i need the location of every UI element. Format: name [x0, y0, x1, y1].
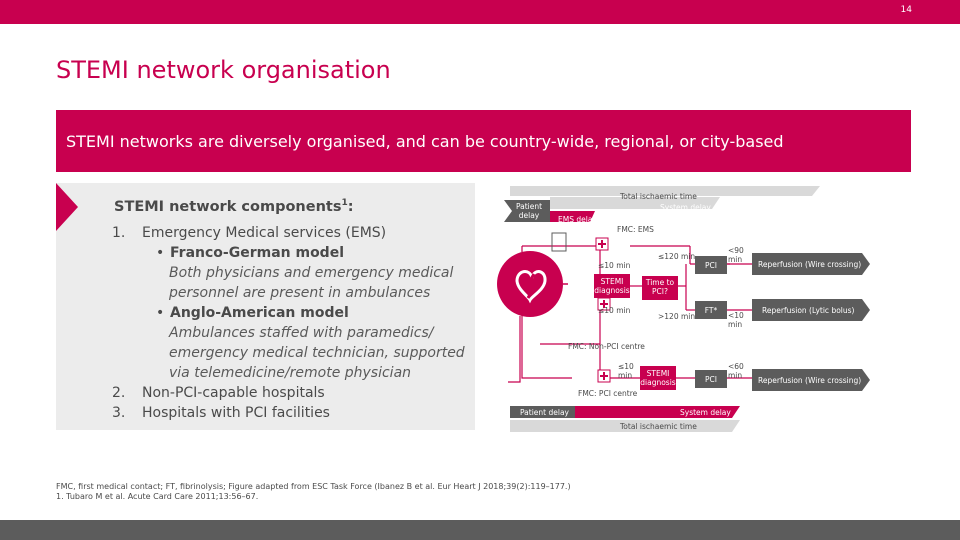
- subitem-description: Both physicians and emergency medical: [169, 265, 454, 281]
- subitem-description: via telemedicine/remote physician: [169, 365, 412, 381]
- ft-box: [695, 301, 727, 319]
- components-list: 1.Emergency Medical services (EMS) •Fran…: [112, 223, 465, 423]
- lt10-label: <10 min: [728, 311, 744, 329]
- stemi-diagnosis-box-2: [640, 366, 676, 390]
- stemi-diagnosis-2-label: STEMI diagnosis: [640, 369, 676, 387]
- bottom-bar: [0, 520, 960, 540]
- slide-title: STEMI network organisation: [56, 56, 391, 84]
- stemi-diagnosis-label: STEMI diagnosis: [594, 277, 630, 295]
- gt120-label: >120 min: [658, 312, 696, 321]
- le10-label: ≤10 min: [598, 261, 631, 270]
- subitem-description: Ambulances staffed with paramedics/: [169, 325, 434, 341]
- system-delay-bar: [550, 197, 720, 209]
- system-delay-label: System delay: [660, 203, 711, 212]
- ems-to-pci-time: ≤120 min: [658, 252, 696, 261]
- heart-circle: [497, 251, 563, 317]
- subitem-description: emergency medical technician, supported: [169, 345, 465, 361]
- components-panel: STEMI network components1: 1.Emergency M…: [56, 183, 475, 430]
- stemi-pathway-diagram: Total ischaemic time System delay Patien…: [490, 186, 910, 434]
- page-number: 14: [900, 5, 912, 15]
- arrow-marker-icon: [56, 183, 78, 231]
- lt90-label: <90 min: [728, 246, 744, 264]
- le10-label: ≤10 min: [618, 362, 634, 380]
- top-bar: 14: [0, 0, 960, 24]
- reperfusion-3-label: Reperfusion (Wire crossing): [758, 376, 862, 385]
- fmc-ems-label: FMC: EMS: [617, 225, 654, 234]
- system-delay-bottom-bar: [575, 406, 740, 418]
- pci-2-label: PCI: [705, 375, 717, 384]
- phone-icon: [551, 232, 567, 252]
- list-item: 1.Emergency Medical services (EMS): [112, 225, 387, 241]
- total-ischaemic-time-label: Total ischaemic time: [620, 192, 697, 201]
- patient-delay-bottom-bar: [510, 406, 575, 418]
- subitem-description: personnel are present in ambulances: [169, 285, 431, 301]
- time-to-pci-box: [642, 276, 678, 300]
- system-delay-bottom-label: System delay: [680, 408, 731, 417]
- list-item: 2.Non-PCI-capable hospitals: [112, 385, 325, 401]
- ems-delay-label: EMS delay: [558, 215, 597, 224]
- stemi-diagnosis-box: [594, 274, 630, 298]
- diagram-graphics: [497, 186, 870, 432]
- total-ischaemic-time-bottom-label: Total ischaemic time: [620, 422, 697, 431]
- total-ischaemic-time-bar: [510, 186, 820, 196]
- patient-delay-bottom-label: Patient delay: [520, 408, 569, 417]
- pci-box: [695, 256, 727, 274]
- key-message-banner: STEMI networks are diversely organised, …: [56, 110, 911, 172]
- reperfusion-2-arrow: [752, 299, 870, 321]
- pci-label: PCI: [705, 261, 717, 270]
- ft-label: FT*: [704, 306, 718, 315]
- lt60-label: <60 min: [728, 362, 744, 380]
- footnote-line: FMC, first medical contact; FT, fibrinol…: [56, 482, 571, 491]
- fmc-nonpci-label: FMC: Non-PCI centre: [568, 342, 645, 351]
- heart-icon: [515, 270, 547, 304]
- components-heading: STEMI network components1:: [114, 198, 354, 215]
- ems-delay-bar: [550, 211, 595, 222]
- list-subitem: •Franco-German model: [156, 245, 345, 261]
- time-to-pci-label: Time to PCI?: [645, 278, 675, 296]
- list-item: 3.Hospitals with PCI facilities: [112, 405, 330, 421]
- reperfusion-1-label: Reperfusion (Wire crossing): [758, 260, 862, 269]
- fmc-pci-label: FMC: PCI centre: [578, 389, 638, 398]
- pci-box-2: [695, 370, 727, 388]
- banner-text: STEMI networks are diversely organised, …: [66, 132, 784, 151]
- patient-delay-bar: [504, 200, 550, 222]
- footnote: FMC, first medical contact; FT, fibrinol…: [56, 482, 571, 502]
- lightning-icon: [524, 273, 538, 299]
- reperfusion-2-label: Reperfusion (Lytic bolus): [762, 306, 855, 315]
- list-subitem: •Anglo-American model: [156, 305, 349, 321]
- le10-label: ≤10 min: [598, 306, 631, 315]
- total-ischaemic-time-bottom-bar: [510, 420, 740, 432]
- patient-delay-label: Patient delay: [515, 202, 543, 220]
- footnote-line: 1. Tubaro M et al. Acute Card Care 2011;…: [56, 492, 259, 501]
- reperfusion-3-arrow: [752, 369, 870, 391]
- reperfusion-1-arrow: [752, 253, 870, 275]
- connector-line: [508, 316, 521, 383]
